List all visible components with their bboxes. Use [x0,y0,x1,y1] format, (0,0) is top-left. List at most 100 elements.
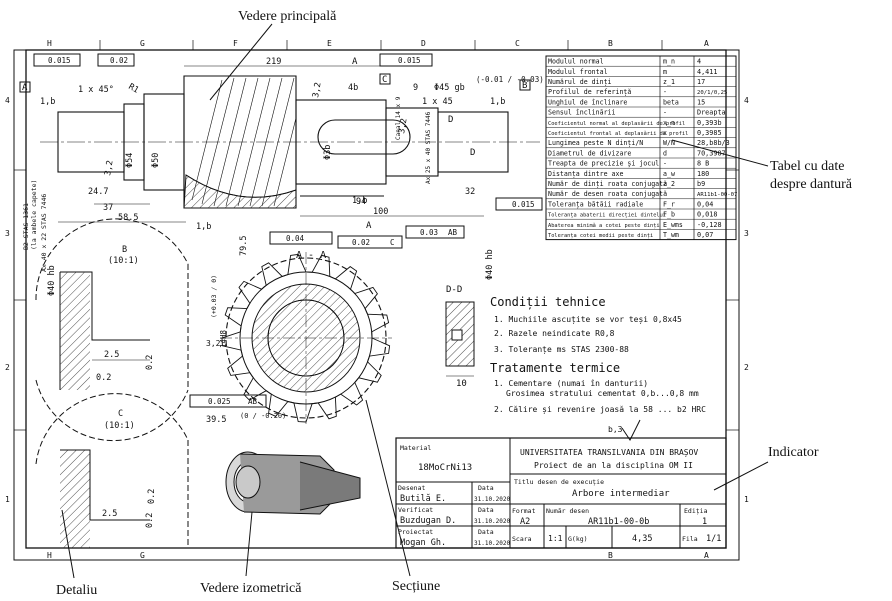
table-row-symbol: m [663,68,667,76]
date-label-1: Data [478,484,494,492]
table-row-value: AR11b1-00-07 [697,192,737,198]
stas-left3: Ax 40 x 22 STAS 7446 [40,194,48,272]
dim-cham-right: 1 x 45 [422,97,453,107]
tol-round-left: 0.015 [48,56,71,65]
table-row-value: b9 [697,180,705,188]
condition-item: 2. Razele neindicate R0,8 [494,329,615,338]
dim-d45-tol: (-0.01 / -0.03) [476,75,544,84]
table-row-symbol: - [663,160,667,168]
zone-top: H [47,39,52,48]
stas-left: B2 STAS 1361 [22,203,30,250]
mass-label: G(kg) [568,535,588,543]
table-row-symbol: T_wm [663,231,679,239]
zone-top: G [140,39,145,48]
detail-b: B (10:1) 2.5 0.2 0.2 [35,218,189,442]
designed-label: Proiectat [398,528,433,536]
tol-flat: 0.025 [208,397,231,406]
det-b-scale: (10:1) [108,256,139,266]
table-row-name: Diametrul de divizare [548,149,631,157]
edition-label: Ediția [684,507,708,516]
key-h8: 14H8 [219,329,228,348]
conditions: Condiții tehnice 1. Muchiile ascuțite se… [490,295,706,441]
det-c-scale: (10:1) [104,421,135,431]
table-row-value: -0,128 [697,221,722,229]
drawn-label: Desenat [398,484,425,492]
sec-a-bot: A [366,221,372,231]
sec-395: 39.5 [206,415,226,425]
dim-d40-right: Φ40 hb [485,249,495,280]
table-row-symbol: - [663,190,667,198]
conditions-title: Condiții tehnice [490,295,606,310]
sec-d-top: D [448,115,453,125]
date-label-3: Data [478,528,494,536]
table-row-symbol: W/N [663,139,675,147]
treatments-title: Tratamente termice [490,361,620,375]
dim-1b-bot: 1,b [352,196,367,206]
treatment-item: Grosimea stratului cementat 0,b...0,8 mm [506,389,699,398]
det-b-02: 0.2 [96,373,111,383]
zone-top: C [515,39,520,48]
checked-by: Buzdugan D. [400,516,456,526]
dim-58: 58.5 [118,213,138,223]
gear-teeth [221,253,391,423]
date-1: 31.10.2020 [474,496,511,503]
dd-title: D-D [446,285,462,295]
zone-top: A [704,39,709,48]
detail-c: C (10:1) 2.5 0.2 0.2 [35,393,189,548]
dim-32: 32 [465,187,475,197]
table-row-name: Număr de dinți roata conjugată [548,180,667,189]
table-row-symbol: F_b [663,211,675,219]
det-b: B [122,245,127,255]
tol-015r: 0.015 [398,56,421,65]
table-row-value: 0,3985 [697,129,722,137]
det-c: C [118,409,123,419]
table-row-name: Coeficientul frontal al deplasării de pr… [548,131,688,137]
table-row-symbol: d [663,149,667,157]
table-row-name: Sensul înclinării [548,109,616,117]
det-c-02b: 0.2 [147,489,157,504]
roughness-ref: b,3 [608,425,623,434]
dim-1b-right: 1,b [490,97,505,107]
material: 18MoCrNi13 [418,463,472,473]
table-row-value: 15 [697,98,705,106]
sheet: 1/1 [706,534,721,544]
dim-219: 219 [266,57,281,67]
tol-frames: 0.015 0.02 0.015 0.015 0.04 0.02 C 0.03 … [33,53,543,249]
table-row-name: Modulul frontal [548,68,608,76]
table-row-value: 0,393b [697,119,722,127]
table-row-name: Unghiul de înclinare [548,98,627,106]
tol-02: 0.02 [110,56,128,65]
dim-1b-left: 1,b [40,97,55,107]
tol-02c: 0.02 [352,238,370,247]
table-row-value: 20/1/0,25 [697,90,727,96]
zone-letters: H G F E D C B A H G B A 4 3 2 1 4 3 2 1 [5,39,749,560]
number: AR11b1-00-0b [588,517,649,527]
gear-tooth-profile [221,253,391,423]
table-row-name: Toleranța cotei medii peste dinți [548,233,653,239]
dim-32d: 3,2 [397,118,410,135]
table-row-symbol: E_wms [663,221,683,229]
table-row-symbol: beta [663,98,679,106]
zone-side-right: 2 [744,363,749,372]
title-block: Material 18MoCrNi13 UNIVERSITATEA TRANSI… [395,437,727,549]
table-row-value: 4 [697,58,701,66]
zone-top: E [327,39,332,48]
date-2: 31.10.2020 [474,518,511,525]
treatment-item: 1. Cementare (numai în danturii) [494,379,648,388]
zone-top: D [421,39,426,48]
drawn-by: Butilă E. [400,494,446,504]
det-b-25: 2.5 [104,350,119,360]
table-row-value: 8 B [697,160,709,168]
table-row-value: 0,07 [697,231,713,239]
label-detail: Detaliu [56,583,97,598]
format-label: Format [512,507,536,515]
date-label-2: Data [478,506,494,514]
dim-r1: R1 [127,82,141,96]
table-row-symbol: - [663,109,667,117]
table-row-name: Treapta de precizie și jocul [548,160,659,169]
canal-note: Canal 14 x 9 [395,96,402,140]
sec-a-top: A [352,57,358,67]
table-row-value: 180 [697,170,709,178]
